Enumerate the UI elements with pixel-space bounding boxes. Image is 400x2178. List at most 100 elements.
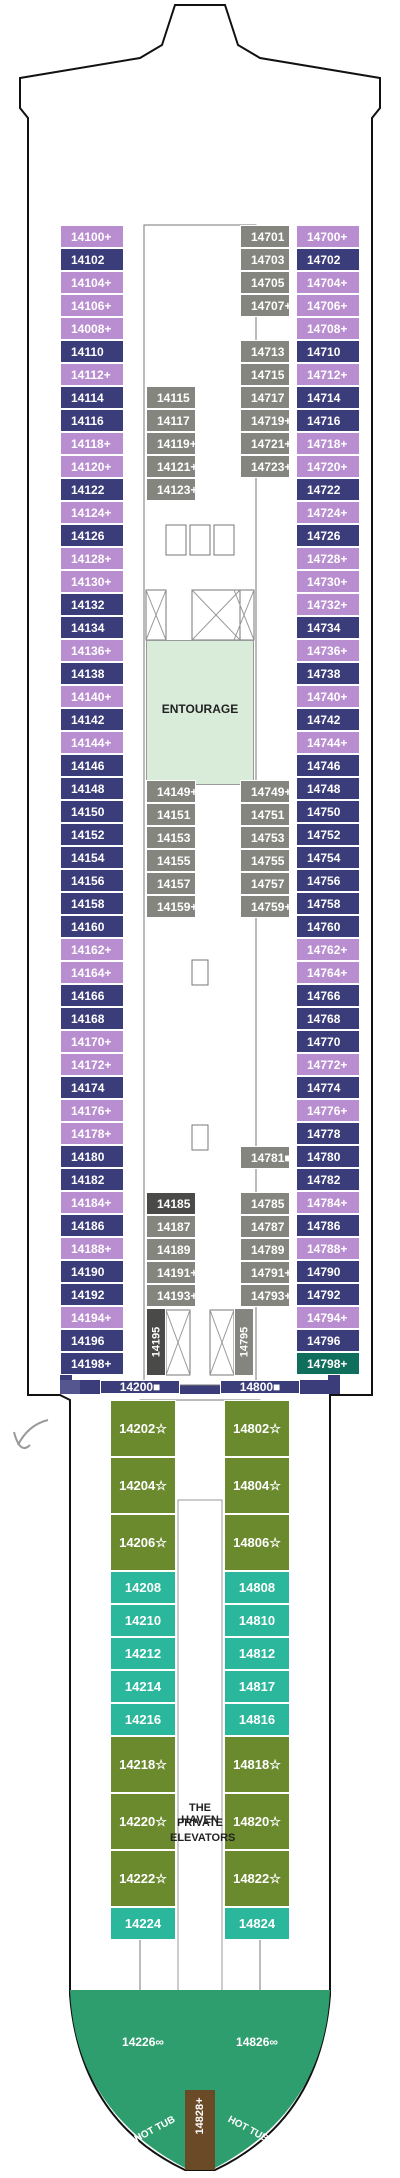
cabin-14806[interactable]: 14806☆ (224, 1514, 290, 1571)
cabin-14224[interactable]: 14224 (110, 1907, 176, 1940)
cabin-14749[interactable]: 14749+ (240, 780, 291, 803)
cabin-14151[interactable]: 14151 (146, 803, 196, 826)
cabin-14206[interactable]: 14206☆ (110, 1514, 176, 1571)
cabin-14755[interactable]: 14755 (240, 849, 290, 872)
cabin-14793[interactable]: 14793+ (240, 1284, 291, 1307)
cabin-14704[interactable]: 14704+ (296, 271, 360, 294)
cabin-14782[interactable]: 14782 (296, 1168, 360, 1191)
cabin-14786[interactable]: 14786 (296, 1214, 360, 1237)
cabin-14162[interactable]: 14162+ (60, 938, 124, 961)
cabin-14713[interactable]: 14713 (240, 340, 290, 363)
cabin-14715[interactable]: 14715 (240, 363, 290, 386)
cabin-14182[interactable]: 14182 (60, 1168, 124, 1191)
cabin-14790[interactable]: 14790 (296, 1260, 360, 1283)
cabin-14718[interactable]: 14718+ (296, 432, 360, 455)
cabin-14750[interactable]: 14750 (296, 800, 360, 823)
cabin-14719[interactable]: 14719+ (240, 409, 291, 432)
cabin-14796[interactable]: 14796 (296, 1329, 360, 1352)
cabin-14158[interactable]: 14158 (60, 892, 124, 915)
cabin-14100[interactable]: 14100+ (60, 225, 124, 248)
cabin-14218[interactable]: 14218☆ (110, 1736, 176, 1793)
cabin-14810[interactable]: 14810 (224, 1604, 290, 1637)
cabin-14193[interactable]: 14193+ (146, 1284, 197, 1307)
cabin-14789[interactable]: 14789 (240, 1238, 290, 1261)
cabin-14159[interactable]: 14159+ (146, 895, 197, 918)
cabin-14730[interactable]: 14730+ (296, 570, 360, 593)
cabin-14178[interactable]: 14178+ (60, 1122, 124, 1145)
cabin-14824[interactable]: 14824 (224, 1907, 290, 1940)
cabin-14172[interactable]: 14172+ (60, 1053, 124, 1076)
cabin-14781[interactable]: 14781■ (240, 1146, 292, 1169)
cabin-14153[interactable]: 14153 (146, 826, 196, 849)
cabin-14188[interactable]: 14188+ (60, 1237, 124, 1260)
cabin-14778[interactable]: 14778 (296, 1122, 360, 1145)
cabin-14144[interactable]: 14144+ (60, 731, 124, 754)
cabin-14226[interactable]: 14226∞ (122, 2035, 164, 2049)
cabin-14123[interactable]: 14123+ (146, 478, 197, 501)
cabin-14780[interactable]: 14780 (296, 1145, 360, 1168)
cabin-14705[interactable]: 14705 (240, 271, 290, 294)
cabin-14754[interactable]: 14754 (296, 846, 360, 869)
cabin-14148[interactable]: 14148 (60, 777, 124, 800)
cabin-14746[interactable]: 14746 (296, 754, 360, 777)
cabin-14800[interactable]: 14800■ (220, 1380, 300, 1394)
cabin-14152[interactable]: 14152 (60, 823, 124, 846)
cabin-14764[interactable]: 14764+ (296, 961, 360, 984)
cabin-14164[interactable]: 14164+ (60, 961, 124, 984)
cabin-14186[interactable]: 14186 (60, 1214, 124, 1237)
cabin-14214[interactable]: 14214 (110, 1670, 176, 1703)
cabin-14130[interactable]: 14130+ (60, 570, 124, 593)
cabin-14196[interactable]: 14196 (60, 1329, 124, 1352)
cabin-14758[interactable]: 14758 (296, 892, 360, 915)
cabin-14720[interactable]: 14720+ (296, 455, 360, 478)
cabin-14142[interactable]: 14142 (60, 708, 124, 731)
cabin-14126[interactable]: 14126 (60, 524, 124, 547)
cabin-14748[interactable]: 14748 (296, 777, 360, 800)
cabin-14724[interactable]: 14724+ (296, 501, 360, 524)
cabin-14198[interactable]: 14198+ (60, 1352, 124, 1375)
cabin-14826[interactable]: 14826∞ (236, 2035, 278, 2049)
cabin-14716[interactable]: 14716 (296, 409, 360, 432)
cabin-14121[interactable]: 14121+ (146, 455, 197, 478)
cabin-14816[interactable]: 14816 (224, 1703, 290, 1736)
cabin-14195[interactable]: 14195 (146, 1308, 166, 1376)
cabin-14202[interactable]: 14202☆ (110, 1400, 176, 1457)
cabin-14721[interactable]: 14721+ (240, 432, 291, 455)
cabin-14166[interactable]: 14166 (60, 984, 124, 1007)
cabin-14753[interactable]: 14753 (240, 826, 290, 849)
cabin-14744[interactable]: 14744+ (296, 731, 360, 754)
cabin-14700[interactable]: 14700+ (296, 225, 360, 248)
cabin-14817[interactable]: 14817 (224, 1670, 290, 1703)
cabin-14138[interactable]: 14138 (60, 662, 124, 685)
cabin-14714[interactable]: 14714 (296, 386, 360, 409)
cabin-14168[interactable]: 14168 (60, 1007, 124, 1030)
cabin-14708[interactable]: 14708+ (296, 317, 360, 340)
cabin-14160[interactable]: 14160 (60, 915, 124, 938)
cabin-14190[interactable]: 14190 (60, 1260, 124, 1283)
cabin-14717[interactable]: 14717 (240, 386, 290, 409)
cabin-14784[interactable]: 14784+ (296, 1191, 360, 1214)
cabin-14732[interactable]: 14732+ (296, 593, 360, 616)
cabin-14738[interactable]: 14738 (296, 662, 360, 685)
cabin-14818[interactable]: 14818☆ (224, 1736, 290, 1793)
cabin-14132[interactable]: 14132 (60, 593, 124, 616)
cabin-14707[interactable]: 14707+ (240, 294, 291, 317)
cabin-14828[interactable]: 14828+ (194, 2097, 206, 2135)
cabin-14189[interactable]: 14189 (146, 1238, 196, 1261)
cabin-14176[interactable]: 14176+ (60, 1099, 124, 1122)
cabin-14794[interactable]: 14794+ (296, 1306, 360, 1329)
cabin-14742[interactable]: 14742 (296, 708, 360, 731)
cabin-14180[interactable]: 14180 (60, 1145, 124, 1168)
cabin-14808[interactable]: 14808 (224, 1571, 290, 1604)
cabin-14191[interactable]: 14191+ (146, 1261, 197, 1284)
cabin-14149[interactable]: 14149+ (146, 780, 197, 803)
cabin-14710[interactable]: 14710 (296, 340, 360, 363)
cabin-14712[interactable]: 14712+ (296, 363, 360, 386)
cabin-14703[interactable]: 14703 (240, 248, 290, 271)
cabin-14170[interactable]: 14170+ (60, 1030, 124, 1053)
cabin-14762[interactable]: 14762+ (296, 938, 360, 961)
cabin-14192[interactable]: 14192 (60, 1283, 124, 1306)
cabin-14185[interactable]: 14185 (146, 1192, 196, 1215)
cabin-14722[interactable]: 14722 (296, 478, 360, 501)
cabin-14204[interactable]: 14204☆ (110, 1457, 176, 1514)
